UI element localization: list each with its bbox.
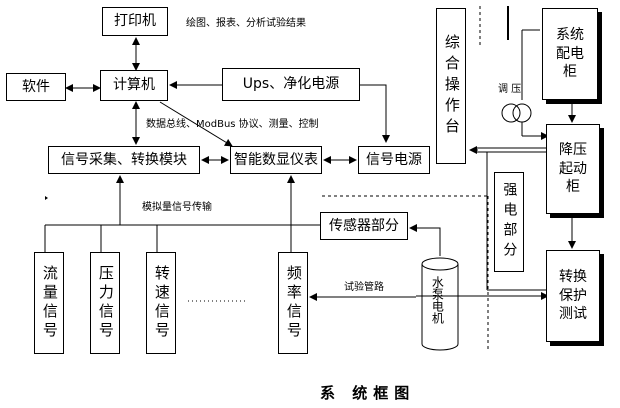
pressure-signal-label: 压力信号: [96, 265, 115, 341]
regulator-label: 调 压: [498, 84, 522, 95]
computer-box: 计算机: [100, 70, 168, 101]
diagram-title: 系 统框图: [320, 384, 416, 402]
speed-signal-label: 转速信号: [152, 265, 171, 341]
power-cabinet-box: 系统配电柜: [542, 8, 598, 100]
frequency-signal-label: 频率信号: [284, 265, 303, 341]
power-cabinet-label: 系统配电柜: [556, 26, 584, 81]
strong-power-label: 强电部分: [501, 182, 518, 262]
signal-module-box: 信号采集、转换模块: [48, 146, 200, 174]
step-down-cabinet-label: 降压起动柜: [559, 141, 587, 196]
flow-signal-box: 流量信号: [34, 252, 64, 354]
signal-power-box: 信号电源: [358, 146, 430, 174]
printer-note: 绘图、报表、分析试验结果: [186, 18, 306, 29]
smart-meter-box: 智能数显仪表: [230, 146, 322, 174]
ups-box: Ups、净化电源: [222, 68, 360, 101]
strong-power-box: 强电部分: [494, 172, 524, 272]
link-pump-sensor: [409, 224, 441, 256]
console-label: 综合操作台: [442, 33, 461, 139]
console-box: 综合操作台: [436, 8, 466, 164]
pipe-note: 试验管路: [344, 282, 384, 293]
speed-signal-box: 转速信号: [146, 252, 176, 354]
analog-note: 模拟量信号传输: [142, 202, 212, 213]
flow-signal-label: 流量信号: [40, 265, 59, 341]
frequency-signal-box: 频率信号: [278, 252, 308, 354]
switch-cabinet-label: 转换保护测试: [559, 268, 587, 323]
switch-cabinet-box: 转换保护测试: [546, 250, 600, 342]
step-down-cabinet-box: 降压起动柜: [546, 124, 600, 214]
link-ups-signalpower: [360, 84, 390, 143]
printer-box: 打印机: [102, 7, 168, 36]
pump-label: 水泵电机: [430, 276, 445, 324]
software-box: 软件: [6, 73, 66, 101]
pressure-signal-box: 压力信号: [90, 252, 120, 354]
bus-note: 数据总线、ModBus 协议、测量、控制: [146, 119, 319, 130]
sensor-box: 传感器部分: [320, 212, 408, 240]
link-computer-meter: [159, 101, 233, 147]
